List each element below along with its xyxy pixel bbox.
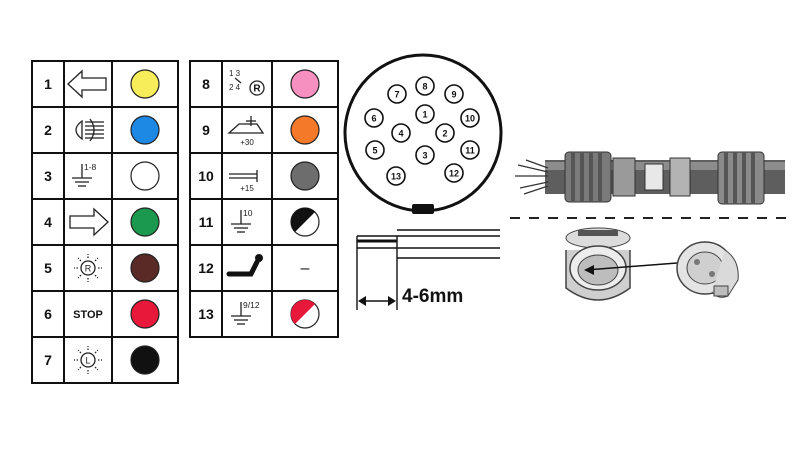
wire-color-dot [290,161,320,191]
pin-number: 8 [202,76,210,92]
reverse-lamp-icon: R [74,254,102,282]
connector-pin-label: 6 [371,114,376,124]
connector-pin-3: 3 [415,145,435,165]
switch-top-label: 1 3 [229,69,241,78]
ground-label: 9/12 [243,300,260,310]
connector-pin-4: 4 [391,123,411,143]
wire-color-dot [290,69,320,99]
connector-pin-2: 2 [435,123,455,143]
connector-pin-label: 13 [391,172,401,182]
ground-label: 10 [243,208,253,218]
left-arrow-icon [67,69,107,99]
pin-number: 13 [198,306,214,322]
connector-pin-label: 11 [465,146,475,156]
connector-pin-label: 9 [451,90,456,100]
wire-color-dot [130,161,160,191]
connector-pin-label: 3 [422,151,427,161]
connector-pin-7: 7 [387,84,407,104]
wire-color-dot [130,69,160,99]
connector-pin-label: 7 [394,90,399,100]
connector-pin-10: 10 [460,108,480,128]
ground-icon: 1-8 [72,162,97,187]
connector-pin-label: 8 [422,82,427,92]
pin-row-10: 10 +15 [198,161,320,193]
connector-pin-5: 5 [365,140,385,160]
pin-number: 1 [44,76,52,92]
connector-pin-label: 1 [422,110,427,120]
pin-row-4: 4 [44,207,160,237]
left-lamp-icon: L [74,346,102,374]
connector-pin-label: 12 [449,169,459,179]
battery-label: +30 [240,138,254,147]
wire-color-dot [290,115,320,145]
wire-color-dot [130,345,160,375]
pin-number: 6 [44,306,52,322]
wire-color-dot [130,115,160,145]
towbar-icon [226,254,263,277]
connector-pin-label: 2 [442,129,447,139]
switch-bottom-label: 2 4 [229,83,241,92]
battery-plus-icon: +30 [227,116,265,147]
connector-pin-6: 6 [364,108,384,128]
pin-table-right: 8 1 3 2 4 R 9 +30 10 +15 11 10 12 – 13 9/12 [189,60,339,338]
strip-length-label: 4-6mm [402,286,463,307]
pin-row-12: 12 – [198,254,310,277]
no-color-dash: – [301,260,310,277]
wire-color-dot [130,207,160,237]
right-arrow-icon [69,207,109,237]
ignition-icon: +15 [229,170,258,193]
pin-row-1: 1 [44,69,160,99]
pin-row-13: 13 9/12 [198,299,320,329]
switch-r-label: R [253,84,261,95]
ground-label: 1-8 [84,162,97,172]
connector-pin-8: 8 [415,76,435,96]
ignition-label: +15 [240,184,254,193]
connector-pin-label: 4 [398,129,403,139]
pin-number: 5 [44,260,52,276]
reverse-switch-icon: 1 3 2 4 R [229,69,265,96]
connector-pin-12: 12 [444,163,464,183]
ground-icon: 9/12 [231,300,260,325]
lamp-letter: R [85,264,92,274]
pin-number: 7 [44,352,52,368]
pin-number: 11 [199,214,214,230]
pin-number: 3 [44,168,52,184]
ground-icon: 10 [231,208,253,233]
pin-row-8: 8 1 3 2 4 R [202,69,320,99]
split-color-dot [290,299,320,329]
pin-row-2: 2 [44,115,160,145]
connector-pin-11: 11 [460,140,480,160]
pin-number: 10 [198,168,214,184]
wire-color-dot [130,253,160,283]
pin-row-11: 11 10 [199,207,320,237]
pin-number: 12 [198,260,214,276]
connector-pin-13: 13 [386,166,406,186]
connector-key [412,204,434,214]
pin-number: 9 [202,122,210,138]
cable-strip-diagram: 4-6mm [356,229,500,310]
connector-pin-1: 1 [415,104,435,124]
connector-pin-9: 9 [444,84,464,104]
split-color-dot [290,207,320,237]
fog-lamp-icon [75,118,104,142]
pin-number: 4 [44,214,52,230]
pin-row-6: 6 STOP [44,299,160,329]
plug-body-illustration [565,227,739,301]
stop-label: STOP [73,309,103,321]
connector-pin-label: 5 [372,146,377,156]
connector-pin-label: 10 [465,114,475,124]
pin-row-9: 9 +30 [202,115,320,147]
wire-color-dot [130,299,160,329]
lamp-letter: L [85,356,90,366]
pin-number: 2 [44,122,52,138]
cable-gland-illustration [515,151,785,205]
pin-row-3: 3 1-8 [44,161,160,191]
